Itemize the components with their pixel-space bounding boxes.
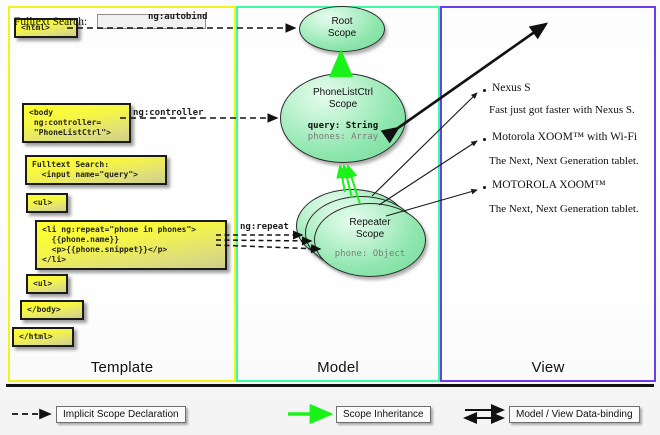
list-bullet bbox=[483, 138, 486, 141]
lane-label-model: Model bbox=[317, 359, 359, 376]
legend-separator bbox=[6, 384, 654, 387]
root-scope-title-1: Root bbox=[331, 16, 353, 27]
list-bullet bbox=[483, 89, 486, 92]
root-scope-title-2: Scope bbox=[327, 27, 357, 39]
view-item-name-2: MOTOROLA XOOM™ bbox=[492, 179, 606, 191]
ng-controller-label: ng:controller bbox=[133, 108, 204, 118]
repeater-scope-title-2: Scope bbox=[355, 228, 385, 240]
phonelistctrl-scope-title-2: Scope bbox=[328, 98, 358, 110]
li-repeat-box: <li ng:repeat="phone in phones"> {{phone… bbox=[35, 220, 227, 270]
body-controller-box: <body ng:controller= "PhoneListCtrl"> bbox=[22, 103, 131, 143]
view-item-snippet-1: The Next, Next Generation tablet. bbox=[489, 155, 639, 167]
legend-model-view-data-binding: Model / View Data-binding bbox=[509, 406, 640, 423]
root-scope: Root Scope bbox=[299, 6, 385, 52]
legend-scope-inheritance: Scope Inheritance bbox=[336, 406, 431, 423]
view-search-label: Fulltext Search: bbox=[14, 16, 88, 28]
phonelistctrl-scope-prop-query: query: String bbox=[307, 121, 379, 131]
html-close-box: </html> bbox=[12, 327, 74, 347]
html-open-box: <html> bbox=[14, 18, 78, 38]
body-close-box: </body> bbox=[20, 300, 84, 320]
ng-repeat-label: ng:repeat bbox=[240, 222, 289, 232]
repeater-scope-prop-phone: phone: Object bbox=[334, 249, 406, 259]
view-item-name-0: Nexus S bbox=[492, 82, 531, 94]
phonelistctrl-scope-title-1: PhoneListCtrl bbox=[312, 87, 374, 98]
repeater-scope-title-1: Repeater bbox=[349, 217, 391, 228]
ng-autobind-label: ng:autobind bbox=[148, 12, 208, 22]
view-item-snippet-0: Fast just got faster with Nexus S. bbox=[489, 104, 635, 116]
ul-close-box: <ul> bbox=[26, 274, 68, 294]
lane-label-view: View bbox=[531, 359, 565, 376]
phonelistctrl-scope: PhoneListCtrl Scope query: String phones… bbox=[280, 73, 406, 163]
list-bullet bbox=[483, 186, 486, 189]
view-item-snippet-2: The Next, Next Generation tablet. bbox=[489, 203, 639, 215]
phonelistctrl-scope-prop-phones: phones: Array bbox=[307, 132, 379, 142]
lane-view: View bbox=[440, 6, 656, 382]
repeater-scope: Repeater Scope phone: Object bbox=[314, 203, 426, 277]
fulltext-search-box: Fulltext Search: <input name="query"> bbox=[25, 155, 167, 185]
lane-label-template: Template bbox=[90, 359, 154, 376]
ul-open-box: <ul> bbox=[26, 193, 68, 213]
legend-implicit-scope-declaration: Implicit Scope Declaration bbox=[56, 406, 186, 423]
view-item-name-1: Motorola XOOM™ with Wi-Fi bbox=[492, 131, 638, 143]
